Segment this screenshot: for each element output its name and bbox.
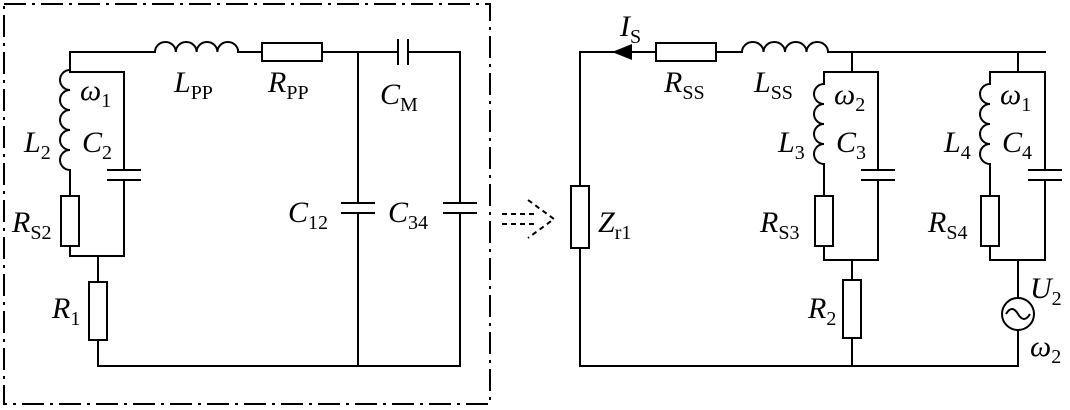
resistor-rs2 (60, 195, 80, 247)
label-rpp: RPP (267, 66, 309, 104)
label-omega2: ω2 (834, 78, 865, 116)
label-lpp: LPP (173, 66, 213, 104)
label-cm: CM (380, 78, 418, 116)
label-l3: L3 (777, 126, 805, 164)
resistor-r1 (88, 281, 108, 341)
label-rs3: RS3 (759, 206, 799, 244)
label-r2: R2 (807, 292, 836, 330)
label-rs4: RS4 (927, 206, 967, 244)
resistor-rs4 (980, 195, 1000, 247)
label-zr1: Zr1 (598, 206, 631, 244)
inductor-l2 (59, 69, 71, 171)
label-l2: L2 (23, 126, 51, 164)
label-omega1: ω1 (80, 74, 111, 112)
label-c3: C3 (836, 126, 866, 164)
inductor-lpp (154, 41, 240, 53)
sine-icon (1005, 308, 1031, 320)
label-omega2-source: ω2 (1030, 330, 1061, 368)
label-rss: RSS (663, 66, 705, 104)
resistor-zr1 (570, 185, 590, 249)
inductor-lss (741, 41, 829, 53)
equivalence-arrow (502, 199, 556, 239)
label-r1: R1 (51, 292, 80, 330)
label-lss: LSS (753, 66, 793, 104)
resistor-rpp (261, 42, 323, 62)
resistor-rss (655, 42, 717, 62)
label-c34: C34 (388, 196, 428, 234)
label-omega1-right: ω1 (1000, 78, 1031, 116)
label-c2: C2 (82, 126, 112, 164)
resistor-r2 (842, 279, 862, 339)
label-l4: L4 (943, 126, 971, 164)
resistor-rs3 (814, 195, 834, 247)
inductor-l3 (813, 83, 825, 165)
label-rs2: RS2 (11, 206, 51, 244)
label-u2: U2 (1030, 272, 1062, 310)
inductor-l4 (979, 83, 991, 165)
label-c12: C12 (288, 196, 328, 234)
label-c4: C4 (1002, 126, 1032, 164)
dash-dot-frame (3, 3, 491, 405)
label-is: IS (619, 10, 641, 48)
current-arrow (612, 44, 632, 60)
